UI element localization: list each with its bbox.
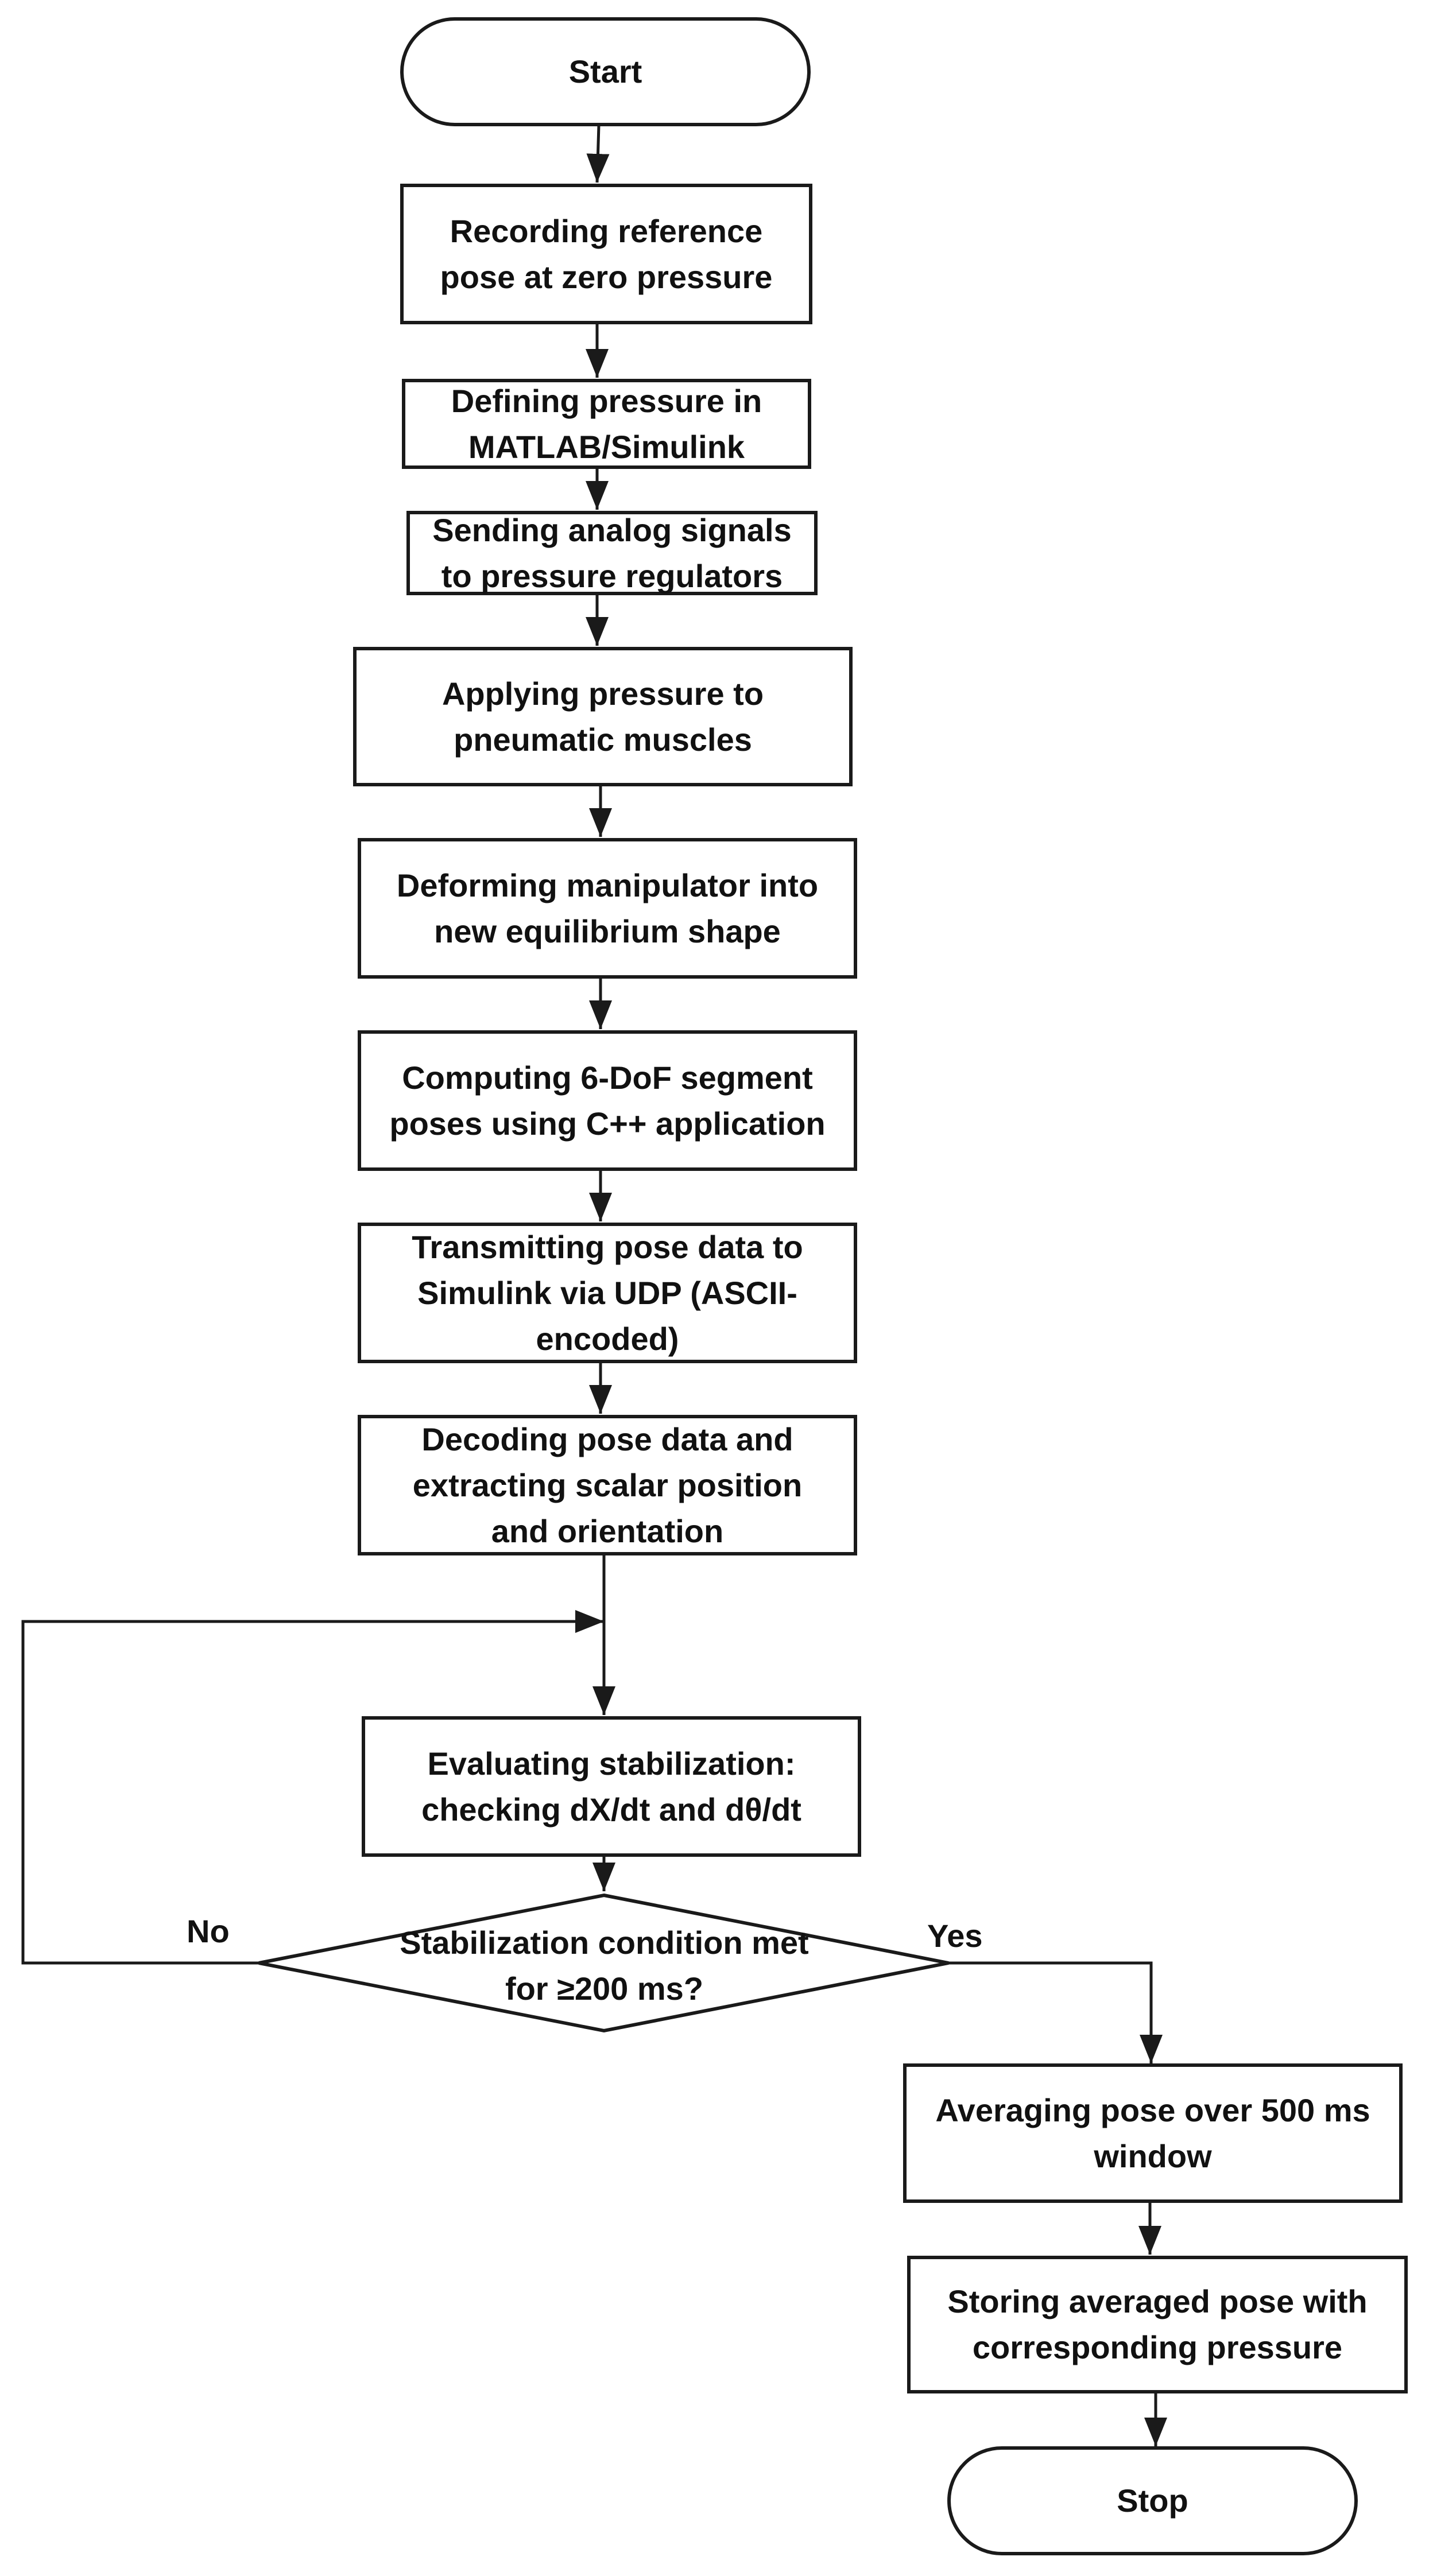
- decision-label: Stabilization condition met for ≥200 ms?: [400, 1925, 809, 2007]
- stop-node: Stop: [947, 2446, 1358, 2555]
- step-deforming-manipulator: Deforming manipulator into new equilibri…: [358, 838, 857, 979]
- step-evaluating-stabilization: Evaluating stabilization: checking dX/dt…: [362, 1716, 861, 1857]
- step-label: Recording reference pose at zero pressur…: [440, 212, 773, 295]
- step-computing-poses: Computing 6-DoF segment poses using C++ …: [358, 1030, 857, 1171]
- branch-yes-label: Yes: [927, 1918, 983, 1954]
- step-label: Sending analog signals to pressure regul…: [432, 511, 792, 594]
- step-averaging-pose: Averaging pose over 500 ms window: [903, 2063, 1403, 2203]
- start-node: Start: [400, 17, 811, 126]
- step-label: Storing averaged pose with corresponding…: [947, 2283, 1368, 2365]
- decision-diamond: [258, 1893, 949, 2033]
- step-label: Applying pressure to pneumatic muscles: [441, 675, 764, 758]
- yes-line: [948, 1961, 1163, 2063]
- step-recording-reference-pose: Recording reference pose at zero pressur…: [400, 184, 812, 324]
- step-label: Deforming manipulator into new equilibri…: [396, 867, 819, 949]
- step-applying-pressure: Applying pressure to pneumatic muscles: [353, 647, 853, 786]
- step-label: Computing 6-DoF segment poses using C++ …: [389, 1059, 826, 1142]
- step-transmitting-pose-data: Transmitting pose data to Simulink via U…: [358, 1223, 857, 1363]
- step-label: Evaluating stabilization: checking dX/dt…: [421, 1745, 801, 1828]
- step-storing-averaged-pose: Storing averaged pose with corresponding…: [907, 2256, 1408, 2393]
- step-defining-pressure: Defining pressure in MATLAB/Simulink: [402, 379, 811, 469]
- step-label: Decoding pose data and extracting scalar…: [412, 1421, 803, 1549]
- step-sending-analog-signals: Sending analog signals to pressure regul…: [406, 511, 818, 595]
- start-label: Start: [568, 53, 642, 90]
- step-label: Defining pressure in MATLAB/Simulink: [451, 382, 762, 465]
- step-decoding-pose-data: Decoding pose data and extracting scalar…: [358, 1415, 857, 1555]
- stop-label: Stop: [1117, 2482, 1188, 2519]
- step-label: Averaging pose over 500 ms window: [935, 2092, 1370, 2174]
- arrow-start-to-recording: [586, 125, 610, 183]
- branch-no-label: No: [187, 1913, 230, 1949]
- no-loop-line: [21, 1610, 604, 1965]
- step-label: Transmitting pose data to Simulink via U…: [412, 1228, 803, 1357]
